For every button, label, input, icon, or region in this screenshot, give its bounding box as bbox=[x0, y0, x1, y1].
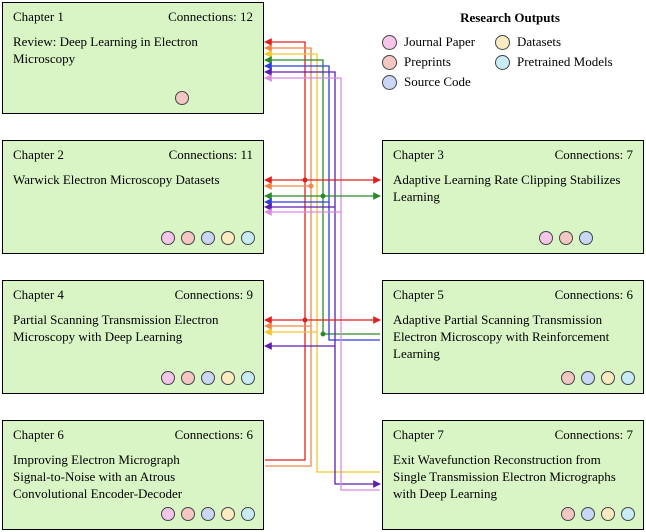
source-code-swatch bbox=[382, 74, 397, 90]
outputs-dots bbox=[161, 231, 255, 245]
chapter-title: Review: Deep Learning in Electron Micros… bbox=[13, 34, 198, 66]
legend-item-datasets: Datasets bbox=[495, 34, 561, 50]
junction-dot bbox=[320, 331, 326, 337]
wire-ch1-red bbox=[264, 38, 306, 461]
wire-ch1-pink bbox=[264, 74, 380, 491]
preprints-dot bbox=[559, 231, 573, 245]
chapter-title: Exit Wavefunction Reconstruction from Si… bbox=[393, 452, 616, 501]
legend-label: Source Code bbox=[404, 74, 471, 89]
chapter-6-box: Chapter 6 Connections: 6 Improving Elect… bbox=[2, 420, 264, 530]
legend-label: Datasets bbox=[517, 34, 562, 49]
source-code-dot bbox=[581, 507, 595, 521]
connections-count: Connections: 6 bbox=[174, 427, 253, 442]
journal-paper-dot bbox=[161, 507, 175, 521]
legend-item-source-code: Source Code bbox=[382, 74, 471, 90]
chapter-title: Improving Electron Micrograph Signal-to-… bbox=[13, 452, 183, 501]
connections-count: Connections: 6 bbox=[554, 287, 633, 302]
connections-count: Connections: 7 bbox=[554, 427, 633, 442]
pretrained-models-dot bbox=[241, 231, 255, 245]
pretrained-models-dot bbox=[621, 371, 635, 385]
chapter-label: Chapter 7 bbox=[393, 427, 444, 442]
connections-count: Connections: 12 bbox=[168, 9, 253, 24]
chapter-5-box: Chapter 5 Connections: 6 Adaptive Partia… bbox=[382, 280, 644, 394]
datasets-dot bbox=[221, 507, 235, 521]
outputs-dots bbox=[539, 231, 593, 245]
junction-dot bbox=[308, 183, 314, 189]
chapter-4-box: Chapter 4 Connections: 9 Partial Scannin… bbox=[2, 280, 264, 394]
connections-count: Connections: 9 bbox=[174, 287, 253, 302]
journal-paper-dot bbox=[175, 91, 189, 105]
pretrained-models-dot bbox=[241, 371, 255, 385]
preprints-dot bbox=[181, 371, 195, 385]
source-code-dot bbox=[201, 507, 215, 521]
outputs-dots bbox=[161, 371, 255, 385]
chapter-label: Chapter 3 bbox=[393, 147, 444, 162]
datasets-dot bbox=[221, 231, 235, 245]
outputs-dots bbox=[175, 91, 189, 105]
connections-count: Connections: 11 bbox=[168, 147, 253, 162]
legend-item-preprints: Preprints bbox=[382, 54, 451, 70]
datasets-dot bbox=[601, 507, 615, 521]
legend-label: Journal Paper bbox=[404, 34, 476, 49]
wire-ch1-purple bbox=[264, 68, 381, 488]
datasets-dot bbox=[601, 371, 615, 385]
legend-label: Pretrained Models bbox=[517, 54, 613, 69]
pretrained-models-dot bbox=[241, 507, 255, 521]
chapter-2-box: Chapter 2 Connections: 11 Warwick Electr… bbox=[2, 140, 264, 254]
outputs-dots bbox=[161, 507, 255, 521]
source-code-dot bbox=[201, 231, 215, 245]
outputs-dots bbox=[561, 507, 635, 521]
chapter-title: Adaptive Partial Scanning Transmission E… bbox=[393, 312, 610, 361]
preprints-dot bbox=[181, 231, 195, 245]
chapter-label: Chapter 4 bbox=[13, 287, 64, 302]
journal-paper-dot bbox=[539, 231, 553, 245]
chapter-label: Chapter 2 bbox=[13, 147, 64, 162]
outputs-dots bbox=[561, 371, 635, 385]
legend-item-journal-paper: Journal Paper bbox=[382, 34, 475, 50]
chapter-label: Chapter 5 bbox=[393, 287, 444, 302]
journal-paper-dot bbox=[161, 231, 175, 245]
junction-dot bbox=[302, 317, 308, 323]
preprints-dot bbox=[561, 507, 575, 521]
chapter-title: Partial Scanning Transmission Electron M… bbox=[13, 312, 219, 344]
pretrained-models-swatch bbox=[495, 54, 510, 70]
legend-title: Research Outputs bbox=[460, 10, 560, 25]
source-code-dot bbox=[581, 371, 595, 385]
junction-dot bbox=[302, 177, 308, 183]
preprints-dot bbox=[561, 371, 575, 385]
connections-count: Connections: 7 bbox=[554, 147, 633, 162]
chapter-title: Warwick Electron Microscopy Datasets bbox=[13, 172, 220, 187]
source-code-dot bbox=[201, 371, 215, 385]
datasets-dot bbox=[221, 371, 235, 385]
research-outputs-legend: Research Outputs Journal Paper Datasets … bbox=[380, 6, 640, 96]
journal-paper-swatch bbox=[382, 34, 397, 50]
preprints-swatch bbox=[382, 54, 397, 70]
junction-dot bbox=[320, 193, 326, 199]
legend-label: Preprints bbox=[404, 54, 451, 69]
source-code-dot bbox=[579, 231, 593, 245]
chapter-label: Chapter 6 bbox=[13, 427, 64, 442]
datasets-swatch bbox=[495, 34, 510, 50]
journal-paper-dot bbox=[161, 371, 175, 385]
legend-item-pretrained-models: Pretrained Models bbox=[495, 54, 613, 70]
wire-ch1-orange bbox=[264, 44, 312, 467]
preprints-dot bbox=[181, 507, 195, 521]
chapter-7-box: Chapter 7 Connections: 7 Exit Wavefuncti… bbox=[382, 420, 644, 530]
chapter-title: Adaptive Learning Rate Clipping Stabiliz… bbox=[393, 172, 621, 204]
pretrained-models-dot bbox=[621, 507, 635, 521]
chapter-3-box: Chapter 3 Connections: 7 Adaptive Learni… bbox=[382, 140, 644, 254]
chapter-label: Chapter 1 bbox=[13, 9, 64, 24]
chapter-1-box: Chapter 1 Connections: 12 Review: Deep L… bbox=[2, 2, 264, 114]
